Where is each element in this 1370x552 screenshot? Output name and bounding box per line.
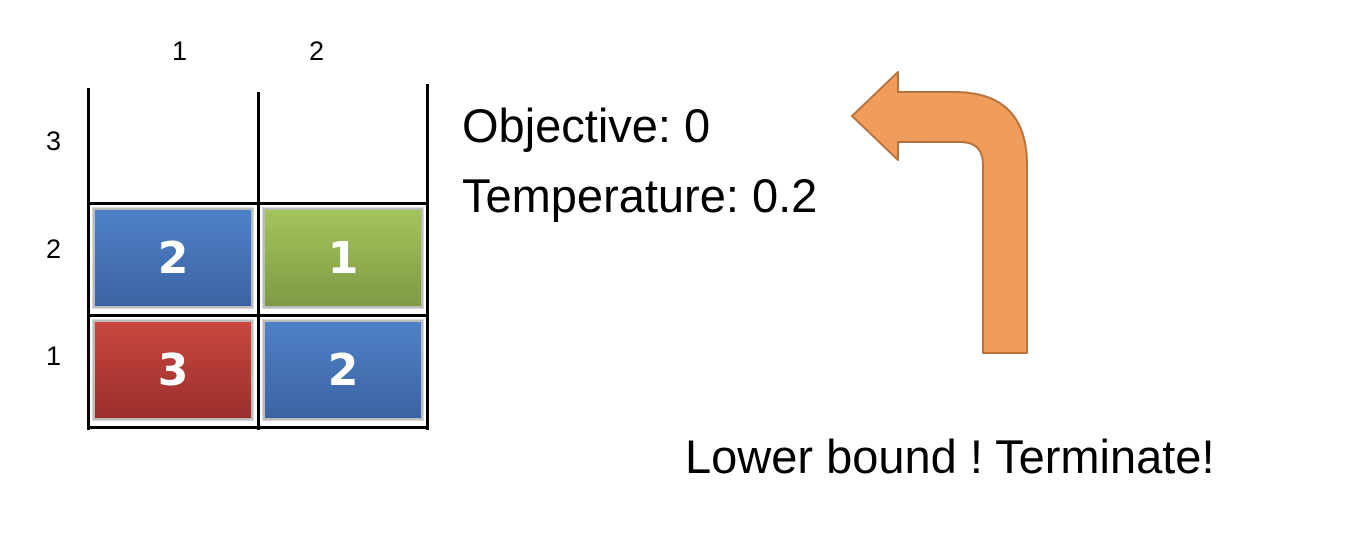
row-label-3: 3 bbox=[46, 126, 62, 156]
grid-line-bottom bbox=[87, 426, 429, 429]
u-turn-arrow-shape bbox=[851, 71, 1028, 354]
grid-line-row3-floor bbox=[87, 202, 429, 205]
row-label-2: 2 bbox=[46, 234, 62, 264]
grid-line-left bbox=[87, 88, 90, 430]
row-label-1: 1 bbox=[46, 341, 62, 371]
column-label-2: 2 bbox=[309, 36, 325, 66]
block-row1-col2: 2 bbox=[263, 320, 423, 420]
grid-line-middle bbox=[257, 92, 260, 430]
block-row1-col1: 3 bbox=[93, 320, 253, 420]
u-turn-arrow-icon bbox=[851, 71, 1028, 354]
block-row2-col1: 2 bbox=[93, 208, 253, 308]
terminate-message: Lower bound ! Terminate! bbox=[685, 430, 1215, 483]
block-row2-col2: 1 bbox=[263, 208, 423, 308]
grid-line-right bbox=[426, 84, 429, 430]
objective-text: Objective: 0 bbox=[462, 99, 711, 152]
temperature-text: Temperature: 0.2 bbox=[462, 169, 818, 222]
grid-line-row2-floor bbox=[87, 314, 429, 317]
column-label-1: 1 bbox=[172, 36, 188, 66]
